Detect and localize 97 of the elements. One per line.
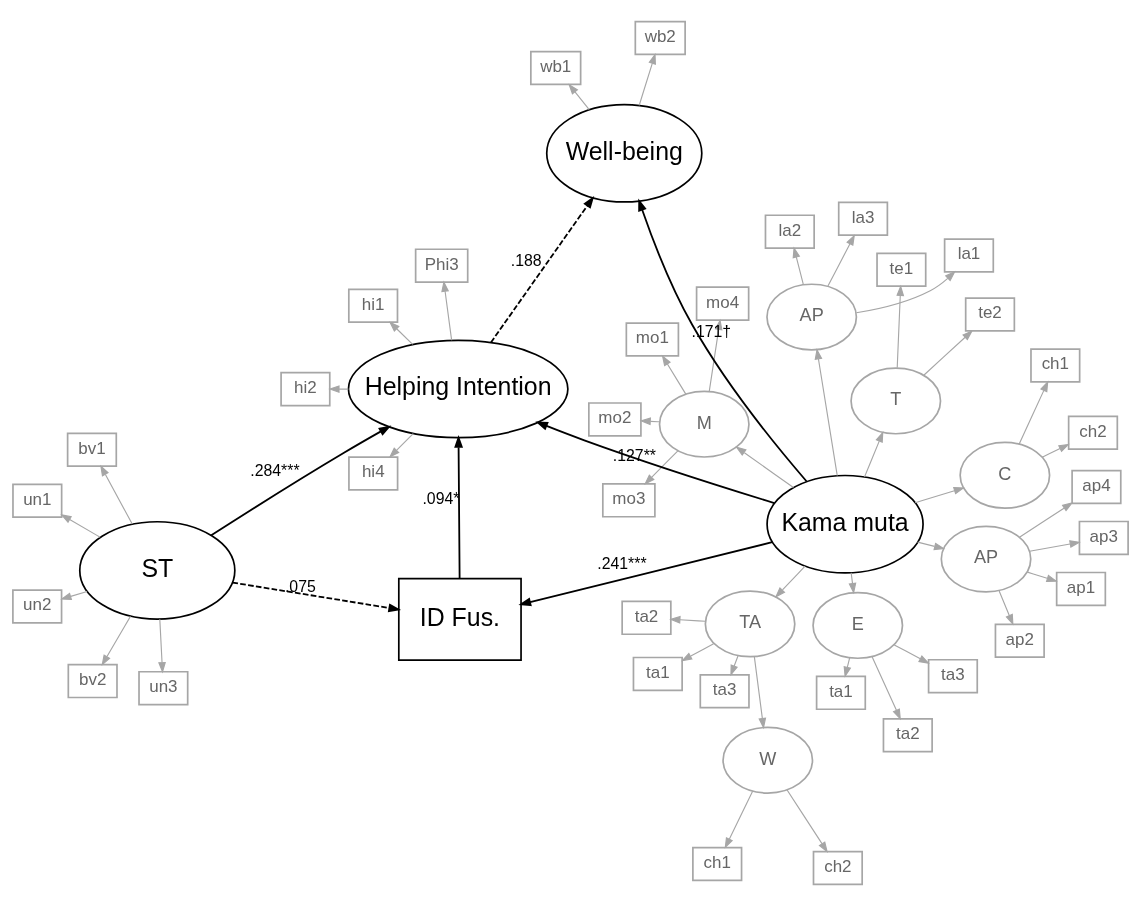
edge-label: .188 <box>510 251 542 269</box>
arrow <box>158 618 166 673</box>
node-box: ta2 <box>882 717 933 752</box>
arrow <box>863 430 884 477</box>
arrow <box>535 421 776 504</box>
node-ellipse: AP <box>940 524 1032 593</box>
arrow <box>1041 443 1070 458</box>
arrow <box>638 197 808 482</box>
node-box: ap2 <box>994 623 1045 658</box>
arrow <box>1018 380 1049 445</box>
arrow <box>724 790 754 849</box>
arrow <box>774 565 806 598</box>
arrow <box>753 655 767 729</box>
arrow <box>388 320 414 345</box>
node-box: la2 <box>764 213 815 249</box>
node-box: te2 <box>964 296 1016 332</box>
node-box: la1 <box>943 237 995 273</box>
node-box: ta3 <box>699 673 750 709</box>
arrow <box>1018 501 1074 538</box>
arrow <box>730 654 739 676</box>
arrow <box>568 82 590 110</box>
arrow <box>871 655 901 720</box>
node-box: mo3 <box>602 482 656 518</box>
node-box: ch1 <box>1030 347 1081 383</box>
arrow <box>661 354 687 395</box>
arrow <box>827 233 855 287</box>
arrow <box>786 788 828 853</box>
arrow <box>669 615 706 624</box>
arrow <box>210 425 392 536</box>
node-box: hi4 <box>348 455 399 491</box>
node-ellipse: Well-being <box>545 103 703 203</box>
node-box: un2 <box>12 588 63 624</box>
arrow <box>848 571 857 594</box>
node-ellipse: E <box>812 591 904 659</box>
arrow <box>60 513 101 538</box>
arrow <box>1028 539 1081 552</box>
node-box: ID Fus. <box>397 577 522 661</box>
node-box: ap3 <box>1078 520 1129 555</box>
arrow <box>735 445 794 488</box>
node-ellipse: C <box>959 441 1051 509</box>
node-box: bv1 <box>66 431 118 467</box>
node-ellipse: W <box>722 726 814 794</box>
arrow <box>1026 571 1058 582</box>
node-box: ta2 <box>621 600 672 635</box>
arrow <box>896 284 905 368</box>
node-box: mo1 <box>625 321 680 357</box>
arrow <box>60 590 88 600</box>
node-box: ch2 <box>812 850 863 885</box>
arrow <box>101 615 131 666</box>
arrow <box>914 486 965 503</box>
arrow <box>893 643 930 664</box>
node-box: un1 <box>12 482 63 518</box>
node-box: wb1 <box>530 50 582 85</box>
edge-label: .284*** <box>250 461 300 479</box>
node-ellipse: ST <box>78 520 236 620</box>
node-box: ap4 <box>1071 469 1122 504</box>
node-box: wb2 <box>634 20 686 55</box>
arrow <box>998 589 1014 626</box>
arrow <box>792 246 804 285</box>
node-box: bv2 <box>67 663 118 698</box>
arrow <box>388 432 414 458</box>
node-ellipse: TA <box>704 589 796 658</box>
arrow <box>638 52 656 106</box>
node-box: ta3 <box>927 658 979 693</box>
node-box: Phi3 <box>414 247 469 283</box>
arrow <box>454 434 464 579</box>
arrow <box>923 329 974 376</box>
arrow <box>680 642 715 661</box>
node-box: ch1 <box>692 846 743 881</box>
edge-label: .241*** <box>597 554 647 572</box>
arrow <box>100 464 133 525</box>
node-ellipse: T <box>850 366 942 435</box>
node-box: ap1 <box>1055 571 1107 606</box>
arrow <box>855 270 956 313</box>
node-box: ta1 <box>632 656 683 691</box>
arrow <box>231 581 402 612</box>
arrow <box>843 656 852 678</box>
node-box: ta1 <box>815 675 867 710</box>
arrow <box>518 540 774 606</box>
edge-label: .075 <box>284 577 316 595</box>
node-box: la3 <box>837 201 889 236</box>
node-box: mo2 <box>588 401 642 437</box>
arrow <box>644 449 679 485</box>
node-ellipse: AP <box>766 282 858 351</box>
arrow <box>328 384 349 393</box>
node-box: hi2 <box>280 371 331 406</box>
arrow <box>639 416 661 425</box>
arrow <box>441 279 453 341</box>
arrow <box>814 347 838 476</box>
node-ellipse: Kama muta <box>766 474 924 574</box>
arrow <box>917 541 946 550</box>
arrow <box>490 195 595 343</box>
node-box: te1 <box>876 252 927 287</box>
node-box: ch2 <box>1067 414 1119 450</box>
node-box: hi1 <box>347 287 399 323</box>
node-box: mo4 <box>695 285 750 321</box>
node-box: un3 <box>138 670 189 705</box>
